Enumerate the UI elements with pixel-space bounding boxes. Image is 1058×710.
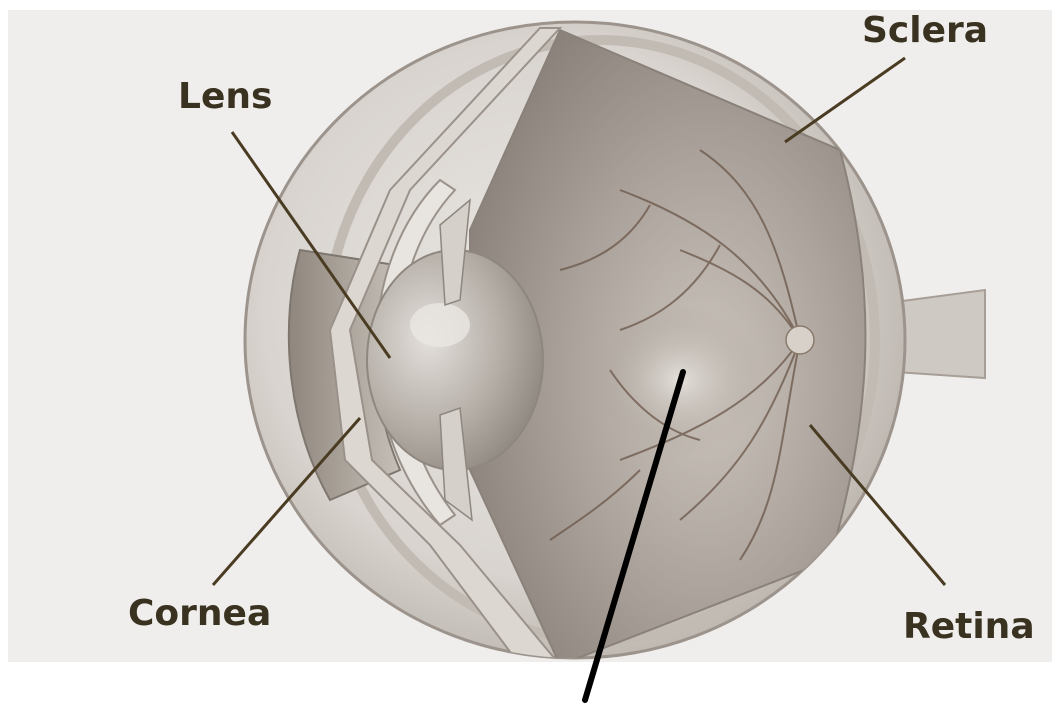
optic-disc — [786, 326, 814, 354]
lens-highlight — [410, 303, 470, 347]
retina-label: Retina — [903, 606, 1035, 647]
optic-nerve — [895, 290, 985, 378]
lens-label: Lens — [178, 76, 272, 117]
cornea-label: Cornea — [128, 593, 271, 634]
sclera-label: Sclera — [862, 10, 988, 51]
